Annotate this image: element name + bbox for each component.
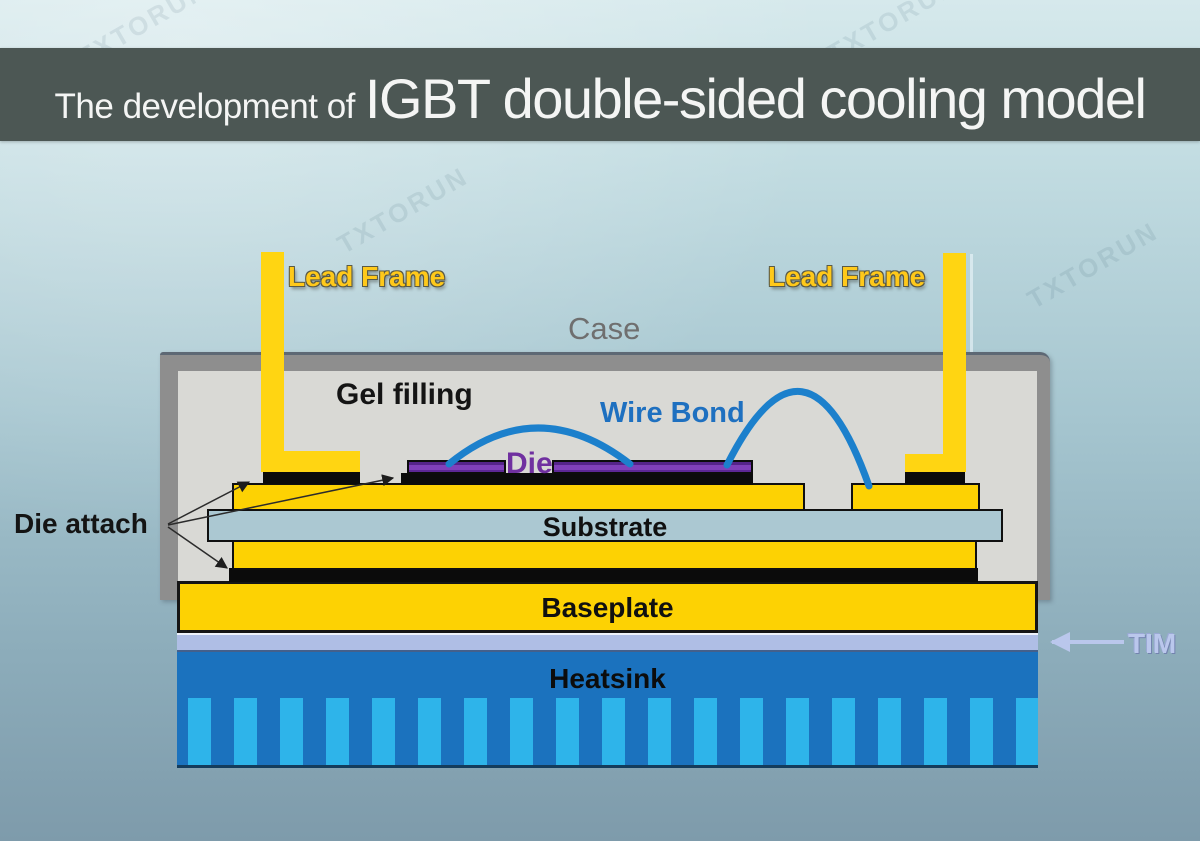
watermark: TXTORUN xyxy=(1022,215,1164,315)
die-attach-label: Die attach xyxy=(14,508,148,539)
substrate-label: Substrate xyxy=(542,512,668,542)
lead-frame-left-label: Lead Frame xyxy=(288,261,446,292)
heatsink-fins xyxy=(177,698,1038,768)
title-main: IGBT double-sided cooling model xyxy=(364,67,1147,130)
die-attach-pad-right xyxy=(905,472,965,484)
baseplate-layer xyxy=(177,581,1038,633)
title-prefix: The development of xyxy=(54,87,356,126)
heatsink-layer xyxy=(177,652,1038,698)
lead-frame-left xyxy=(261,252,284,472)
lead-frame-right xyxy=(943,253,966,472)
case-label: Case xyxy=(568,311,641,346)
tim-label: TIM xyxy=(1128,628,1177,659)
gel-filling-label: Gel filling xyxy=(336,378,473,411)
die-label: Die xyxy=(506,447,553,480)
watermark: TXTORUN xyxy=(332,160,474,260)
lead-frame-highlight xyxy=(970,254,973,352)
baseplate-label: Baseplate xyxy=(541,592,674,623)
die-segment-right xyxy=(552,460,753,474)
wire-bond-label: Wire Bond xyxy=(600,397,745,429)
heatsink-label: Heatsink xyxy=(549,663,666,694)
die-segment-left xyxy=(407,460,506,474)
tim-layer xyxy=(177,633,1038,652)
lead-frame-right-foot xyxy=(905,454,966,472)
die-attach-pad-left xyxy=(263,472,360,484)
lead-frame-left-foot xyxy=(261,451,360,472)
right-copper-island xyxy=(851,483,980,511)
die-attach-pad-center xyxy=(401,473,753,485)
title-banner: The development of IGBT double-sided coo… xyxy=(0,48,1200,141)
lead-frame-right-label: Lead Frame xyxy=(768,261,926,292)
solder-layer xyxy=(229,568,978,582)
top-copper-layer xyxy=(232,483,805,511)
bottom-copper-layer xyxy=(232,540,977,570)
